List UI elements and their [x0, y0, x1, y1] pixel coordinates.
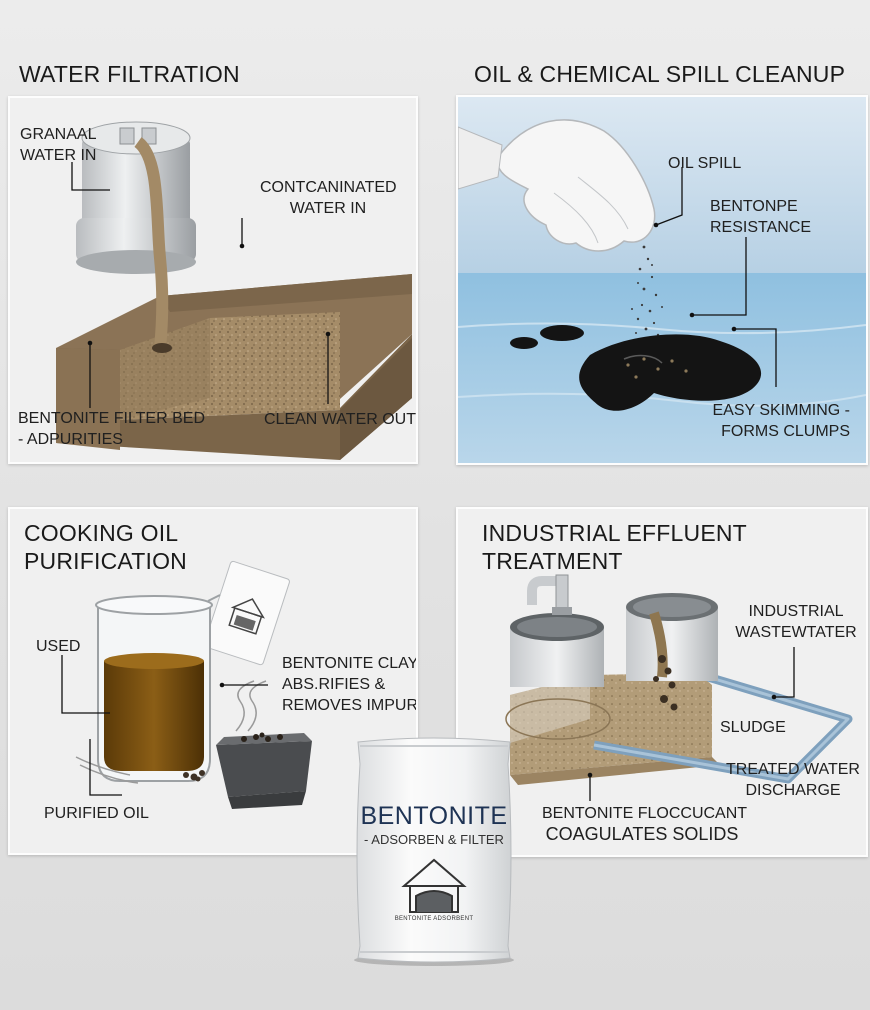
granular-line1: GRANAAL: [20, 126, 97, 143]
water-pipe: [593, 672, 853, 784]
purified-oil-label: PURIFIED OIL: [44, 805, 149, 822]
industrial-title-line1: INDUSTRIAL EFFLUENT: [482, 520, 747, 546]
treated-water-label: TREATED WATER DISCHARGE: [724, 759, 862, 801]
bag-shape: [354, 737, 514, 966]
resistance-line1: BENTONPE: [710, 198, 798, 215]
contaminated-line1: CONTCANINATED: [260, 179, 397, 196]
contaminated-line2: WATER IN: [289, 200, 367, 217]
resistance-line2: RESISTANCE: [710, 219, 812, 236]
sand-stream: [133, 137, 169, 349]
clay-line1: BENTONITE CLAY: [282, 655, 418, 672]
filter-bed-label: BENTONITE FILTER BED - ADPURITIES: [18, 408, 205, 450]
bag-fine-print: BENTONITE ADSORBENT: [394, 916, 474, 922]
skimming-line1: EASY SKIMMING -: [712, 402, 850, 419]
bentonite-clay-label: BENTONITE CLAY ABS.RIFIES & REMOVES IMPURI…: [282, 653, 418, 716]
contaminated-water-label: CONTCANINATED WATER IN: [260, 177, 397, 219]
oil-spill-label: OIL SPILL: [668, 155, 742, 172]
wastewater-line2: WASTEWTATER: [735, 624, 857, 641]
oil-spill-illustration: [458, 97, 866, 463]
glove-hand: [496, 119, 656, 252]
flocculant-label: BENTONITE FLOCCUCANT COAGULATES SOLIDS: [542, 803, 747, 846]
filter-bed-line1: BENTONITE FILTER BED: [18, 410, 205, 427]
industrial-title-line2: TREATMENT: [482, 548, 623, 574]
bag-brand: BENTONITE: [360, 802, 508, 830]
cooking-oil-title-line2: PURIFICATION: [24, 548, 187, 574]
clean-water-label: CLEAN WATER OUT: [264, 411, 417, 428]
skimming-label: EASY SKIMMING - FORMS CLUMPS: [690, 400, 850, 442]
granular-line2: WATER IN: [20, 147, 97, 164]
resistance-label: BENTONPE RESISTANCE: [710, 196, 811, 238]
flocculant-line2: COAGULATES SOLIDS: [545, 824, 739, 844]
oil-slick: [579, 334, 762, 411]
cooking-oil-illustration: [61, 560, 312, 809]
flocculant-line1: BENTONITE FLOCCUCANT: [542, 805, 748, 822]
mixing-tank: [510, 574, 604, 687]
sludge-label: SLUDGE: [720, 719, 786, 736]
oil-spill-title: OIL & CHEMICAL SPILL CLEANUP: [474, 61, 846, 87]
treated-line2: DISCHARGE: [745, 782, 841, 799]
flocculant-tank: [626, 593, 718, 711]
clay-line2: ABS.RIFIES &: [282, 676, 386, 693]
used-oil-label: USED: [36, 638, 81, 655]
clay-line3: REMOVES IMPURITIES: [282, 697, 418, 714]
clay-container: [216, 732, 312, 809]
cooking-oil-title-line1: COOKING OIL: [24, 520, 179, 546]
bag-logo: [401, 858, 467, 913]
skimming-line2: FORMS CLUMPS: [721, 423, 850, 440]
wastewater-line1: INDUSTRIAL: [748, 603, 844, 620]
bentonite-packet: [203, 560, 290, 666]
industrial-illustration: [505, 574, 853, 801]
water-filtration-panel: GRANAAL WATER IN CONTCANINATED WATER IN BE…: [8, 96, 418, 464]
bentonite-bag: BENTONITE - ADSORBEN & FILTER BENTONITE …: [350, 734, 518, 966]
treated-line1: TREATED WATER: [726, 761, 860, 778]
used-oil: [104, 661, 204, 771]
water-filtration-illustration: [56, 121, 412, 460]
oil-spill-panel: OIL SPILL BENTONPE RESISTANCE EASY SKIMMI…: [456, 95, 868, 465]
wastewater-label: INDUSTRIAL WASTEWTATER: [734, 601, 858, 643]
water-filtration-title: WATER FILTRATION: [19, 61, 240, 87]
bag-subtitle: - ADSORBEN & FILTER: [364, 832, 504, 847]
filter-bed-line2: - ADPURITIES: [18, 431, 123, 448]
beaker: [95, 594, 221, 782]
granular-water-label: GRANAAL WATER IN: [20, 124, 96, 166]
